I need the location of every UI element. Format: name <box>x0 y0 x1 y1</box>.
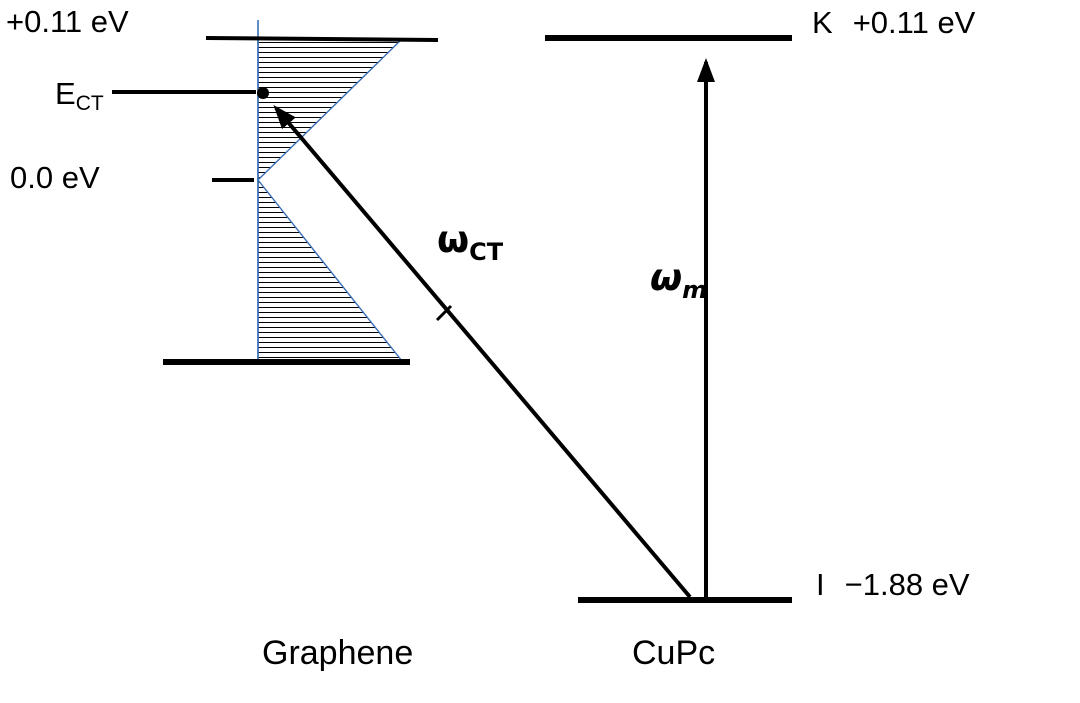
k-level-letter: K <box>812 5 833 40</box>
omega-ct-arrow <box>273 104 692 599</box>
k-level-energy: +0.11 eV <box>852 5 976 40</box>
omega-ct-symbol: ω <box>437 218 470 261</box>
k-level-label: K +0.11 eV <box>812 5 975 41</box>
i-level-letter: I <box>816 567 825 602</box>
cupc-name-label: CuPc <box>632 634 716 672</box>
ect-label-main: E <box>55 76 76 111</box>
graphene-top-level-line <box>205 36 439 42</box>
ect-label-sub: CT <box>75 92 104 115</box>
i-level-label: I −1.88 eV <box>816 567 970 603</box>
ect-label: ECT <box>55 76 104 114</box>
graphene-top-energy-label: +0.11 eV <box>6 4 129 39</box>
graphene-name-label: Graphene <box>262 634 414 672</box>
omega-m-sub: m <box>682 276 708 304</box>
dirac-energy-label: 0.0 eV <box>10 160 100 195</box>
ect-endpoint-dot <box>257 87 269 99</box>
omega-ct-arrow-tick <box>435 304 453 322</box>
omega-m-symbol: ω <box>650 256 683 299</box>
i-level-energy: −1.88 eV <box>844 567 970 602</box>
dirac-cone-lower <box>257 177 404 362</box>
omega-ct-label: ωCT <box>437 221 504 266</box>
omega-ct-sub: CT <box>469 238 504 266</box>
omega-m-label: ωm <box>650 259 708 304</box>
